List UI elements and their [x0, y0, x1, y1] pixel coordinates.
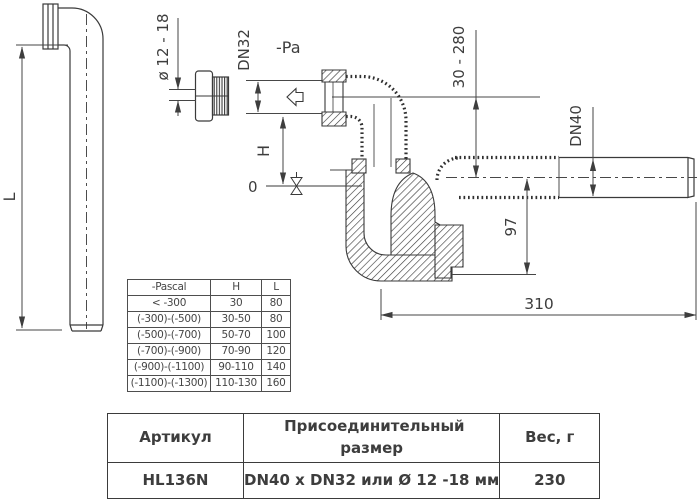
table-row: (-1100)-(-1300) 110-130 160 — [127, 375, 291, 392]
pascal-cell: 30-50 — [210, 311, 262, 328]
article-number-cell: HL136N — [107, 462, 244, 499]
label-offset-30-280: 30 - 280 — [450, 26, 468, 89]
pascal-cell: 70-90 — [210, 343, 262, 360]
article-header-row: Артикул Присоединительный размер Вес, г — [107, 413, 601, 463]
pascal-cell: 80 — [261, 295, 291, 312]
label-length-l: L — [0, 192, 19, 201]
connection-size-cell: DN40 x DN32 или Ø 12 -18 мм — [242, 462, 501, 499]
pascal-cell: 120 — [261, 343, 291, 360]
outlet-pipe-walls — [435, 155, 559, 200]
table-row: HL136N DN40 x DN32 или Ø 12 -18 мм 230 — [107, 462, 601, 499]
inlet-elbow-walls — [346, 74, 408, 163]
flow-direction-arrow-icon — [286, 87, 304, 107]
pascal-cell: (-900)-(-1100) — [127, 359, 211, 376]
water-level-symbol — [266, 172, 362, 195]
article-header-cell: Вес, г — [499, 413, 601, 463]
label-length-310: 310 — [524, 295, 554, 313]
pascal-cell: 140 — [261, 359, 291, 376]
outlet-pipe-plain — [558, 156, 695, 199]
article-header-cell: Артикул — [107, 413, 244, 463]
dim-diameter-range — [169, 18, 196, 116]
table-row: (-900)-(-1100) 90-110 140 — [127, 359, 291, 376]
left-pipe-drawing — [42, 3, 104, 332]
table-row: (-500)-(-700) 50-70 100 — [127, 327, 291, 344]
pascal-cell: (-700)-(-900) — [127, 343, 211, 360]
dim-L — [16, 44, 68, 331]
pascal-cell: 90-110 — [210, 359, 262, 376]
label-zero-level: 0 — [248, 178, 258, 196]
pascal-cell: (-1100)-(-1300) — [127, 375, 211, 392]
pascal-header-cell: L — [261, 279, 291, 296]
label-height-h: H — [254, 145, 273, 157]
table-row: < -300 30 80 — [127, 295, 291, 312]
table-row: (-700)-(-900) 70-90 120 — [127, 343, 291, 360]
connection-size-header: Присоединительный размер — [284, 417, 465, 457]
pipe-inner-contour — [58, 44, 71, 325]
pascal-cell: (-500)-(-700) — [127, 327, 211, 344]
threaded-adapter-drawing — [194, 70, 230, 122]
dim-310 — [380, 202, 697, 320]
label-diameter-range: ø 12 - 18 — [154, 13, 172, 80]
pascal-cell: 160 — [261, 375, 291, 392]
pascal-cell: (-300)-(-500) — [127, 311, 211, 328]
label-dn32: DN32 — [235, 29, 253, 71]
pascal-header-row: -Pascal H L — [127, 279, 291, 296]
label-depth-97: 97 — [502, 217, 520, 236]
label-dn40: DN40 — [567, 105, 585, 147]
pipe-outer-contour — [58, 7, 104, 325]
article-spec-table: Артикул Присоединительный размер Вес, г … — [107, 413, 601, 499]
pascal-cell: 30 — [210, 295, 262, 312]
pascal-header-cell: -Pascal — [127, 279, 211, 296]
dim-97 — [452, 178, 536, 275]
pascal-cell: 50-70 — [210, 327, 262, 344]
pipe-socket-flange — [42, 3, 59, 50]
table-row: (-300)-(-500) 30-50 80 — [127, 311, 291, 328]
article-header-cell: Присоединительный размер — [242, 413, 501, 463]
pascal-cell: 100 — [261, 327, 291, 344]
siphon-drawing — [246, 69, 697, 282]
weight-cell: 230 — [499, 462, 601, 499]
inlet-nut — [321, 69, 347, 127]
label-pressure-pa: -Pa — [276, 38, 301, 57]
pascal-cell: 80 — [261, 311, 291, 328]
pascal-cell: < -300 — [127, 295, 211, 312]
pascal-header-cell: H — [210, 279, 262, 296]
pascal-dimension-table: -Pascal H L < -300 30 80 (-300)-(-500) 3… — [127, 279, 291, 392]
trap-body-section — [345, 158, 464, 282]
pascal-cell: 110-130 — [210, 375, 262, 392]
